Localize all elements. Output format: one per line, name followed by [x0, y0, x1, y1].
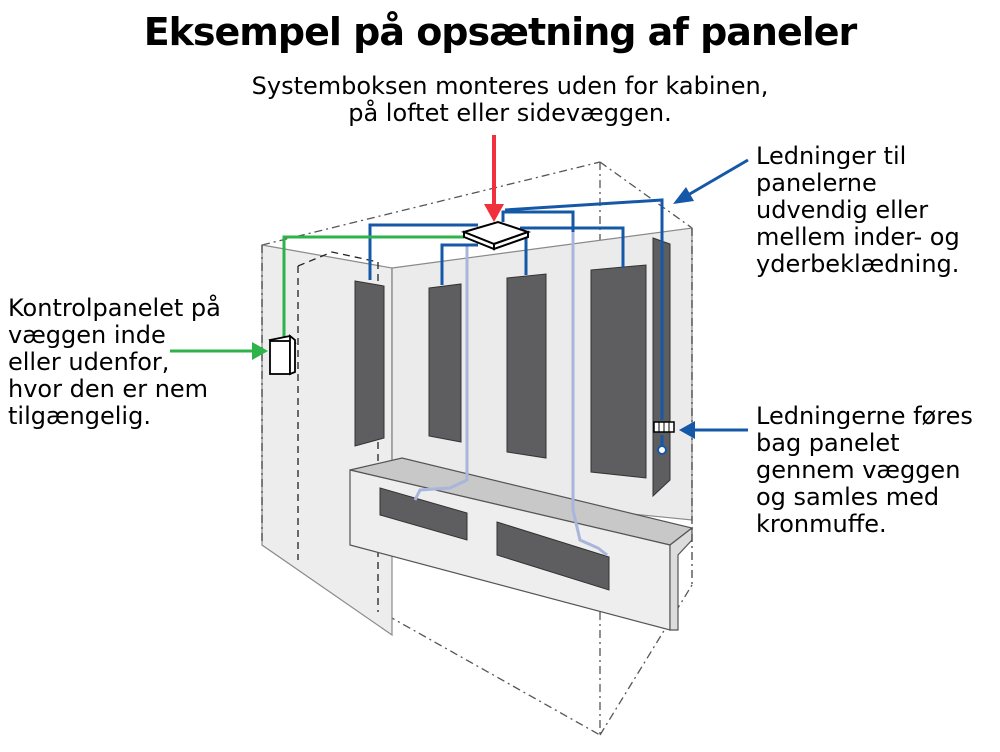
control-label-line: hvor den er nem [8, 375, 209, 403]
heat-panel-3 [590, 264, 647, 479]
behind-label-line: kronmuffe. [756, 510, 887, 538]
behind-label-line: bag panelet [756, 429, 900, 457]
panel-wires [368, 198, 664, 450]
wires-to-panels-label: Ledninger til panelerne udvendig eller m… [756, 143, 992, 278]
wires-label-line: Ledninger til [756, 142, 907, 170]
behind-label-line: gennem væggen [756, 456, 961, 484]
control-label-line: eller udenfor, [8, 348, 170, 376]
control-label-line: Kontrolpanelet på [8, 294, 221, 322]
behind-label-line: og samles med [756, 483, 940, 511]
bench [349, 457, 694, 631]
front-outline [261, 228, 693, 585]
wires-label-line: udvendig eller [756, 196, 929, 224]
control-panel-arrow [170, 342, 268, 360]
control-label-line: tilgængelig. [8, 402, 151, 430]
side-wall-panel [354, 280, 385, 447]
wires-behind-label: Ledningerne føres bag panelet gennem væg… [756, 403, 992, 538]
connector-arrow [679, 421, 748, 439]
bench-panel-right [496, 521, 610, 591]
heat-panel-2 [506, 273, 547, 459]
control-panel-label: Kontrolpanelet på væggen inde eller uden… [8, 295, 248, 430]
wires-label-line: yderbeklædning. [756, 250, 960, 278]
behind-label-line: Ledningerne føres [756, 402, 973, 430]
wires-label-line: panelerne [756, 169, 877, 197]
system-box-label: Systemboksen monteres uden for kabinen, … [240, 73, 780, 127]
diagram-title: Eksempel på opsætning af paneler [143, 10, 858, 54]
connector-block [653, 421, 675, 455]
system-box [460, 220, 532, 251]
control-panel-box [268, 334, 297, 376]
wires-label-line: mellem inder- og [756, 223, 960, 251]
control-label-line: væggen inde [8, 321, 166, 349]
heat-panel-1 [428, 283, 462, 443]
control-wire [282, 235, 464, 340]
system-box-label-line: Systemboksen monteres uden for kabinen, [251, 72, 769, 100]
wires-arrow [673, 158, 749, 204]
bench-panel-left [379, 487, 468, 541]
system-box-arrow [484, 135, 504, 222]
system-box-label-line: på loftet eller sidevæggen. [348, 99, 672, 127]
